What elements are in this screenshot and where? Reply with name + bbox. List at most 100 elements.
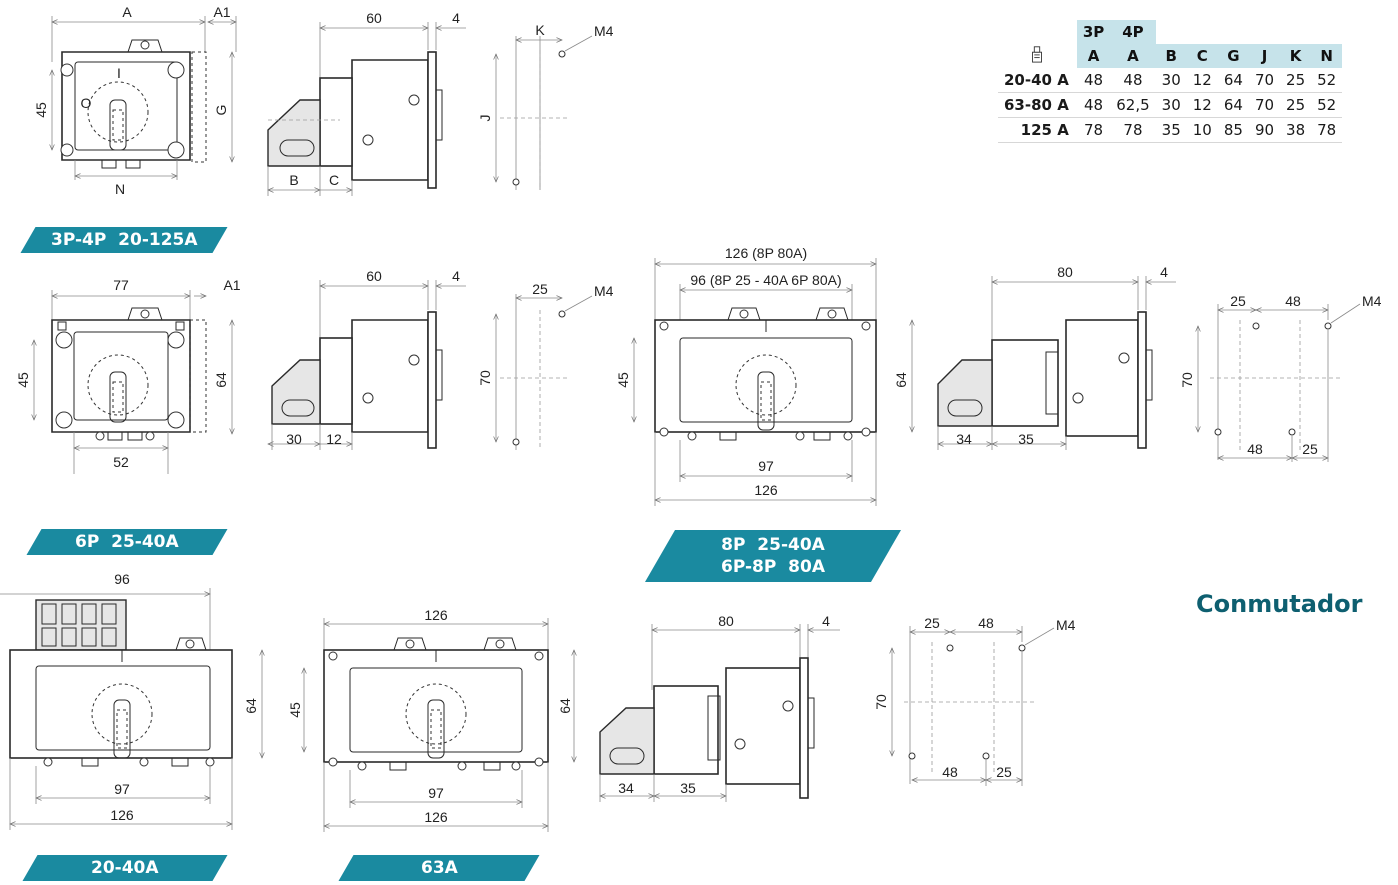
col-header: B: [1155, 44, 1187, 68]
table-cell: 48: [1076, 68, 1111, 93]
banner-6p-label: 6P 25-40A: [75, 532, 179, 552]
banner-3p-4p: 3P-4P 20-125A: [20, 227, 228, 253]
banner-63a: 63A: [338, 855, 540, 881]
dim-n: N: [115, 181, 125, 197]
col-header: N: [1311, 44, 1343, 68]
banner-8p-6p-label: 8P 25-40A 6P-8P 80A: [721, 535, 825, 577]
dim-34: 34: [956, 431, 972, 447]
dim-48-r3: 48: [978, 615, 994, 631]
header-3p: 3P: [1076, 20, 1111, 44]
dim-48-r3b: 48: [942, 764, 958, 780]
dim-96: 96: [114, 571, 130, 587]
table-cell: 12: [1186, 68, 1218, 93]
banner-3p-4p-label: 3P-4P 20-125A: [50, 230, 198, 250]
dim-48-3: 48: [1285, 293, 1301, 309]
table-col-header-row: A A B C G J K N: [998, 44, 1343, 68]
dim-97-8p: 97: [758, 458, 774, 474]
col-header: K: [1280, 44, 1312, 68]
dim-126-r3b-top: 126: [424, 607, 448, 623]
dim-126-8p-b: 126: [754, 482, 778, 498]
table-cell: 78: [1076, 117, 1111, 143]
table-cell: 85: [1217, 117, 1249, 143]
dim-side-4: 4: [452, 10, 460, 26]
table-cell: 10: [1186, 117, 1218, 143]
dim-35: 35: [1018, 431, 1034, 447]
banner-63a-label: 63A: [420, 858, 458, 878]
table-cell: 70: [1248, 68, 1281, 93]
dim-h: 45: [33, 102, 49, 118]
row1-front-view: A A1 I O 45 G N: [33, 4, 236, 197]
table-cell: 64: [1217, 68, 1249, 93]
dim-64-r3b: 64: [557, 698, 573, 714]
switch-icon: [998, 44, 1077, 68]
row-label: 63-80 A: [998, 92, 1077, 118]
dim-a1: A1: [213, 4, 230, 20]
banner-20-40a: 20-40A: [22, 855, 228, 881]
table-cell: 12: [1186, 92, 1218, 118]
row1-hole-pattern: K M4 J: [477, 22, 614, 190]
row2-front-view: 77 A1 45 64 52: [15, 277, 241, 474]
dim-b: B: [289, 172, 298, 188]
table-row: 125 A 78 78 35 10 85 90 38 78: [998, 117, 1343, 143]
dim-12: 12: [326, 431, 342, 447]
dim-c: C: [329, 172, 339, 188]
table-cell: 35: [1155, 117, 1187, 143]
col-header: G: [1217, 44, 1249, 68]
dim-25-2: 25: [532, 281, 548, 297]
dim-35-r3: 35: [680, 780, 696, 796]
row3-side-view: 80 4 34 35: [600, 613, 840, 802]
dim-80-r3: 80: [718, 613, 734, 629]
banner-20-40a-label: 20-40A: [91, 858, 159, 878]
dim-25-3b: 25: [1302, 441, 1318, 457]
dim-97-r3b: 97: [428, 785, 444, 801]
table-cell: 30: [1155, 68, 1187, 93]
row3-front-view-1: 96 64 97 126: [0, 571, 262, 830]
dim-j: J: [477, 115, 493, 122]
col-header: A: [1076, 44, 1111, 68]
dim-4-r3: 4: [822, 613, 830, 629]
dim-side-60: 60: [366, 10, 382, 26]
row2-side-view-2: 80 4 34 35: [938, 264, 1176, 450]
table-cell: 78: [1110, 117, 1156, 143]
col-header: C: [1186, 44, 1218, 68]
row1-side-view: 60 4 B C: [268, 10, 466, 196]
m4-label-3: M4: [1362, 293, 1382, 309]
dim-45-2: 45: [15, 372, 31, 388]
dim-34-r3: 34: [618, 780, 634, 796]
dim-48-3b: 48: [1247, 441, 1263, 457]
row2-hole-pattern-2: 25 48 M4 70 48 25: [1179, 293, 1382, 462]
dim-70-r3: 70: [873, 694, 889, 710]
dim-60-2: 60: [366, 268, 382, 284]
table-cell: 52: [1311, 92, 1343, 118]
col-header: A: [1110, 44, 1156, 68]
dim-4-3: 4: [1160, 264, 1168, 280]
table-cell: 52: [1311, 68, 1343, 93]
table-top-header-row: 3P 4P: [998, 20, 1342, 44]
dim-45-r3b: 45: [287, 702, 303, 718]
m4-label: M4: [594, 23, 614, 39]
dim-25-r3b: 25: [996, 764, 1012, 780]
dim-70-3: 70: [1179, 372, 1195, 388]
dim-126-r3b: 126: [424, 809, 448, 825]
dim-4-2: 4: [452, 268, 460, 284]
dim-45-8p: 45: [615, 372, 631, 388]
dim-64-2: 64: [213, 372, 229, 388]
pos-on-label: I: [117, 65, 121, 81]
table-cell: 90: [1248, 117, 1281, 143]
dim-a1-2: A1: [223, 277, 240, 293]
dim-52: 52: [113, 454, 129, 470]
dim-70-2: 70: [477, 370, 493, 386]
table-cell: 48: [1110, 68, 1156, 93]
dim-96-8p: 96 (8P 25 - 40A 6P 80A): [690, 272, 841, 288]
dim-g: G: [213, 105, 229, 116]
row-label: 20-40 A: [998, 68, 1077, 93]
dim-77: 77: [113, 277, 129, 293]
table-row: 20-40 A 48 48 30 12 64 70 25 52: [998, 68, 1343, 93]
dim-25-3: 25: [1230, 293, 1246, 309]
table-cell: 48: [1076, 92, 1111, 118]
row2-hole-pattern: 25 M4 70: [477, 281, 614, 450]
pos-off-label: O: [81, 95, 92, 111]
dim-126-8p: 126 (8P 80A): [725, 245, 807, 261]
dim-64-8p: 64: [893, 372, 909, 388]
table-cell: 64: [1217, 92, 1249, 118]
